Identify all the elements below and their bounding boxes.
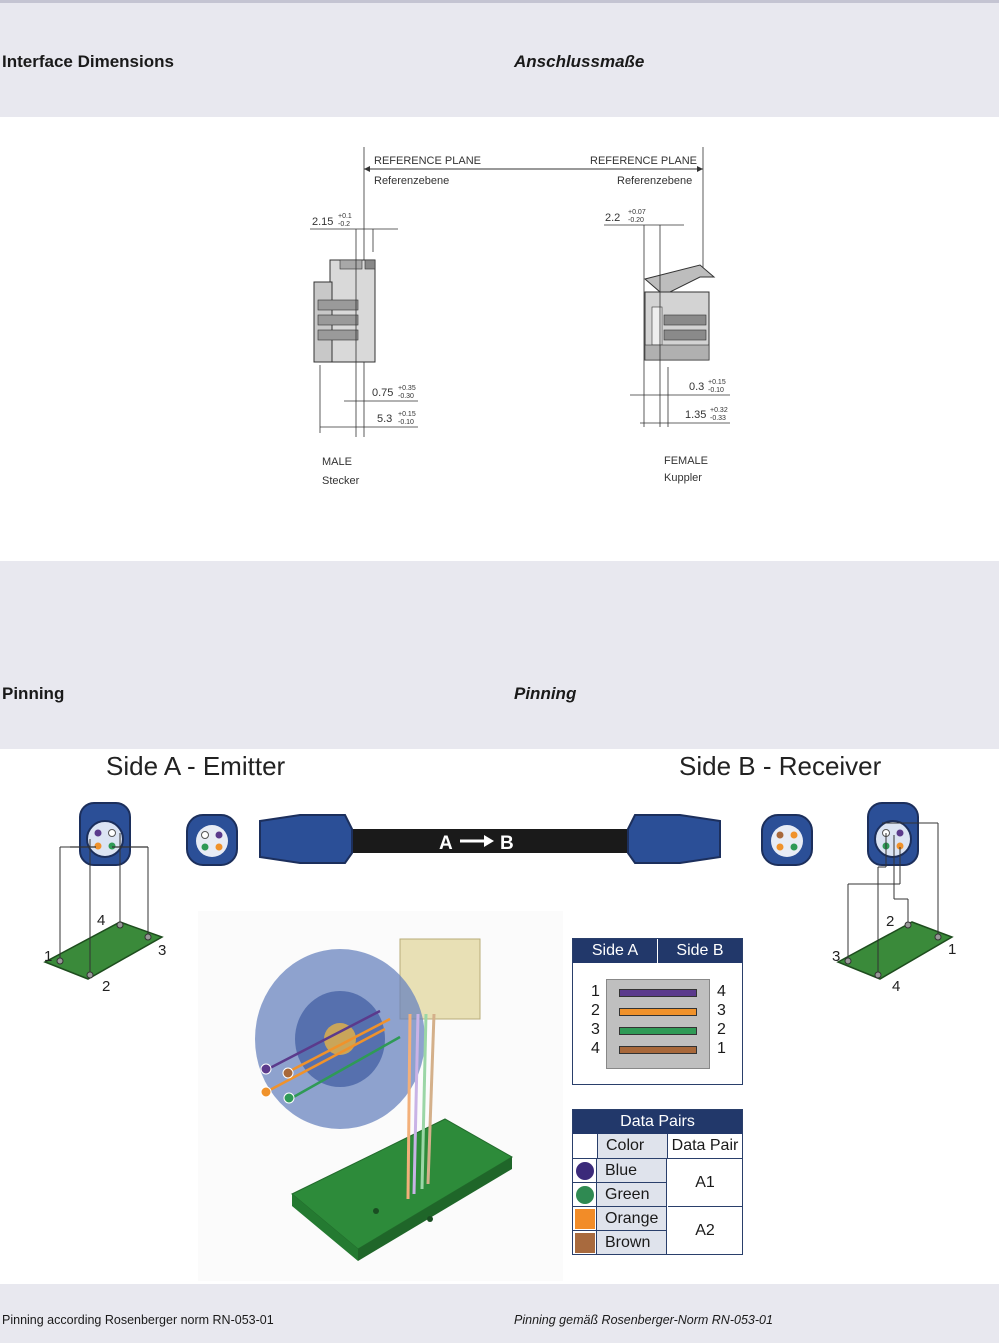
female-label: FEMALE — [664, 455, 708, 467]
pin-a: 2 — [591, 1002, 600, 1019]
header-side-b: Side B — [676, 942, 724, 959]
male-connector-drawing — [313, 259, 376, 363]
pair-row: Green — [573, 1183, 742, 1207]
cable-label-a: A — [439, 833, 453, 854]
pcb-b-pin-4: 4 — [892, 978, 900, 995]
color-name: Green — [597, 1183, 667, 1207]
side-a-pcb: 1 2 3 4 — [43, 833, 166, 995]
dimension-drawing: REFERENCE PLANE Referenzebene REFERENCE … — [310, 147, 730, 487]
female-dim-0-3: 0.3 — [689, 381, 704, 393]
wire-line — [619, 1027, 697, 1035]
pinning-graphic: 1 2 3 4 A — [43, 802, 956, 1281]
top-rule — [0, 0, 999, 3]
pin-a: 1 — [591, 983, 600, 1000]
side-a-connector-face — [70, 802, 148, 866]
color-swatch — [575, 1162, 594, 1180]
footer-right: Pinning gemäß Rosenberger-Norm RN-053-01 — [514, 1313, 773, 1327]
section-title-pinning-de: Pinning — [514, 684, 577, 703]
male-label-de: Stecker — [322, 475, 360, 487]
svg-text:+0.15: +0.15 — [708, 379, 726, 386]
wire-line — [619, 989, 697, 997]
svg-text:-0.30: -0.30 — [398, 393, 414, 400]
svg-text:+0.1: +0.1 — [338, 213, 352, 220]
svg-text:-0.10: -0.10 — [398, 419, 414, 426]
side-a-small-face — [186, 814, 238, 866]
col-data-pair: Data Pair — [671, 1137, 739, 1154]
svg-text:-0.33: -0.33 — [710, 415, 726, 422]
female-dim-1-35: 1.35 — [685, 409, 706, 421]
pcb-a-pin-2: 2 — [102, 978, 110, 995]
data-pairs-header: Color Data Pair — [573, 1134, 742, 1159]
svg-text:+0.07: +0.07 — [628, 209, 646, 216]
ref-plane-right-label: REFERENCE PLANE — [590, 155, 697, 167]
side-b-title: Side B - Receiver — [679, 751, 882, 781]
pin-map-header: Side A Side B — [573, 939, 742, 963]
male-dim-0-75: 0.75 — [372, 387, 393, 399]
pinning-panel: Side A - Emitter Side B - Receiver 1 — [0, 749, 999, 1284]
pin-b: 2 — [717, 1021, 726, 1038]
pair-row: Blue — [573, 1159, 742, 1183]
ref-plane-right-de: Referenzebene — [617, 175, 692, 187]
footer-left: Pinning according Rosenberger norm RN-05… — [2, 1313, 274, 1327]
svg-text:-0.10: -0.10 — [708, 387, 724, 394]
male-label: MALE — [322, 456, 352, 468]
ref-plane-left-label: REFERENCE PLANE — [374, 155, 481, 167]
svg-text:-0.20: -0.20 — [628, 217, 644, 224]
side-b-pcb: 1 2 3 4 — [832, 823, 956, 995]
svg-text:-0.2: -0.2 — [338, 221, 350, 228]
cable-label-b: B — [500, 833, 514, 854]
side-a-title: Side A - Emitter — [106, 751, 286, 781]
male-dim-5-3: 5.3 — [377, 413, 392, 425]
dimension-drawing-panel: REFERENCE PLANE Referenzebene REFERENCE … — [0, 117, 999, 561]
male-dim-2-15: 2.15 — [312, 216, 333, 228]
pin-b: 1 — [717, 1040, 726, 1057]
pin-a: 4 — [591, 1040, 600, 1057]
pcb-b-pin-3: 3 — [832, 948, 840, 965]
pcb-a-pin-4: 4 — [97, 912, 105, 929]
side-b-connector-face — [867, 802, 938, 866]
color-swatch — [575, 1186, 594, 1204]
svg-text:+0.15: +0.15 — [398, 411, 416, 418]
col-color: Color — [598, 1134, 668, 1158]
pair-row: Brown — [573, 1231, 742, 1255]
header-side-a: Side A — [573, 939, 658, 963]
section-title-interface-de: Anschlussmaße — [514, 52, 645, 71]
section-title-interface: Interface Dimensions — [2, 52, 174, 71]
cable-assembly: A B — [259, 814, 721, 864]
svg-text:+0.35: +0.35 — [398, 385, 416, 392]
female-connector-drawing — [643, 264, 716, 361]
pair-row: Orange — [573, 1207, 742, 1231]
pcb-b-pin-2: 2 — [886, 913, 894, 930]
wire-line — [619, 1046, 697, 1054]
color-name: Brown — [597, 1231, 667, 1255]
connector-3d-render — [198, 911, 563, 1281]
pin-b: 4 — [717, 983, 726, 1000]
pcb-a-pin-3: 3 — [158, 942, 166, 959]
pin-b: 3 — [717, 1002, 726, 1019]
data-pair-cell: A2 — [668, 1207, 742, 1255]
side-b-small-face — [761, 814, 813, 866]
color-name: Orange — [597, 1207, 667, 1231]
ref-plane-left-de: Referenzebene — [374, 175, 449, 187]
data-pair-cell: A1 — [668, 1159, 742, 1207]
data-pairs-title: Data Pairs — [573, 1110, 742, 1134]
pcb-a-pin-1: 1 — [44, 948, 52, 965]
section-title-pinning: Pinning — [2, 684, 65, 703]
color-swatch — [574, 1209, 595, 1229]
pcb-b-pin-1: 1 — [948, 941, 956, 958]
color-swatch — [574, 1233, 595, 1253]
color-name: Blue — [597, 1159, 667, 1183]
svg-text:+0.32: +0.32 — [710, 407, 728, 414]
wire-line — [619, 1008, 697, 1016]
pin-a: 3 — [591, 1021, 600, 1038]
female-dim-2-2: 2.2 — [605, 212, 620, 224]
female-label-de: Kuppler — [664, 472, 702, 484]
